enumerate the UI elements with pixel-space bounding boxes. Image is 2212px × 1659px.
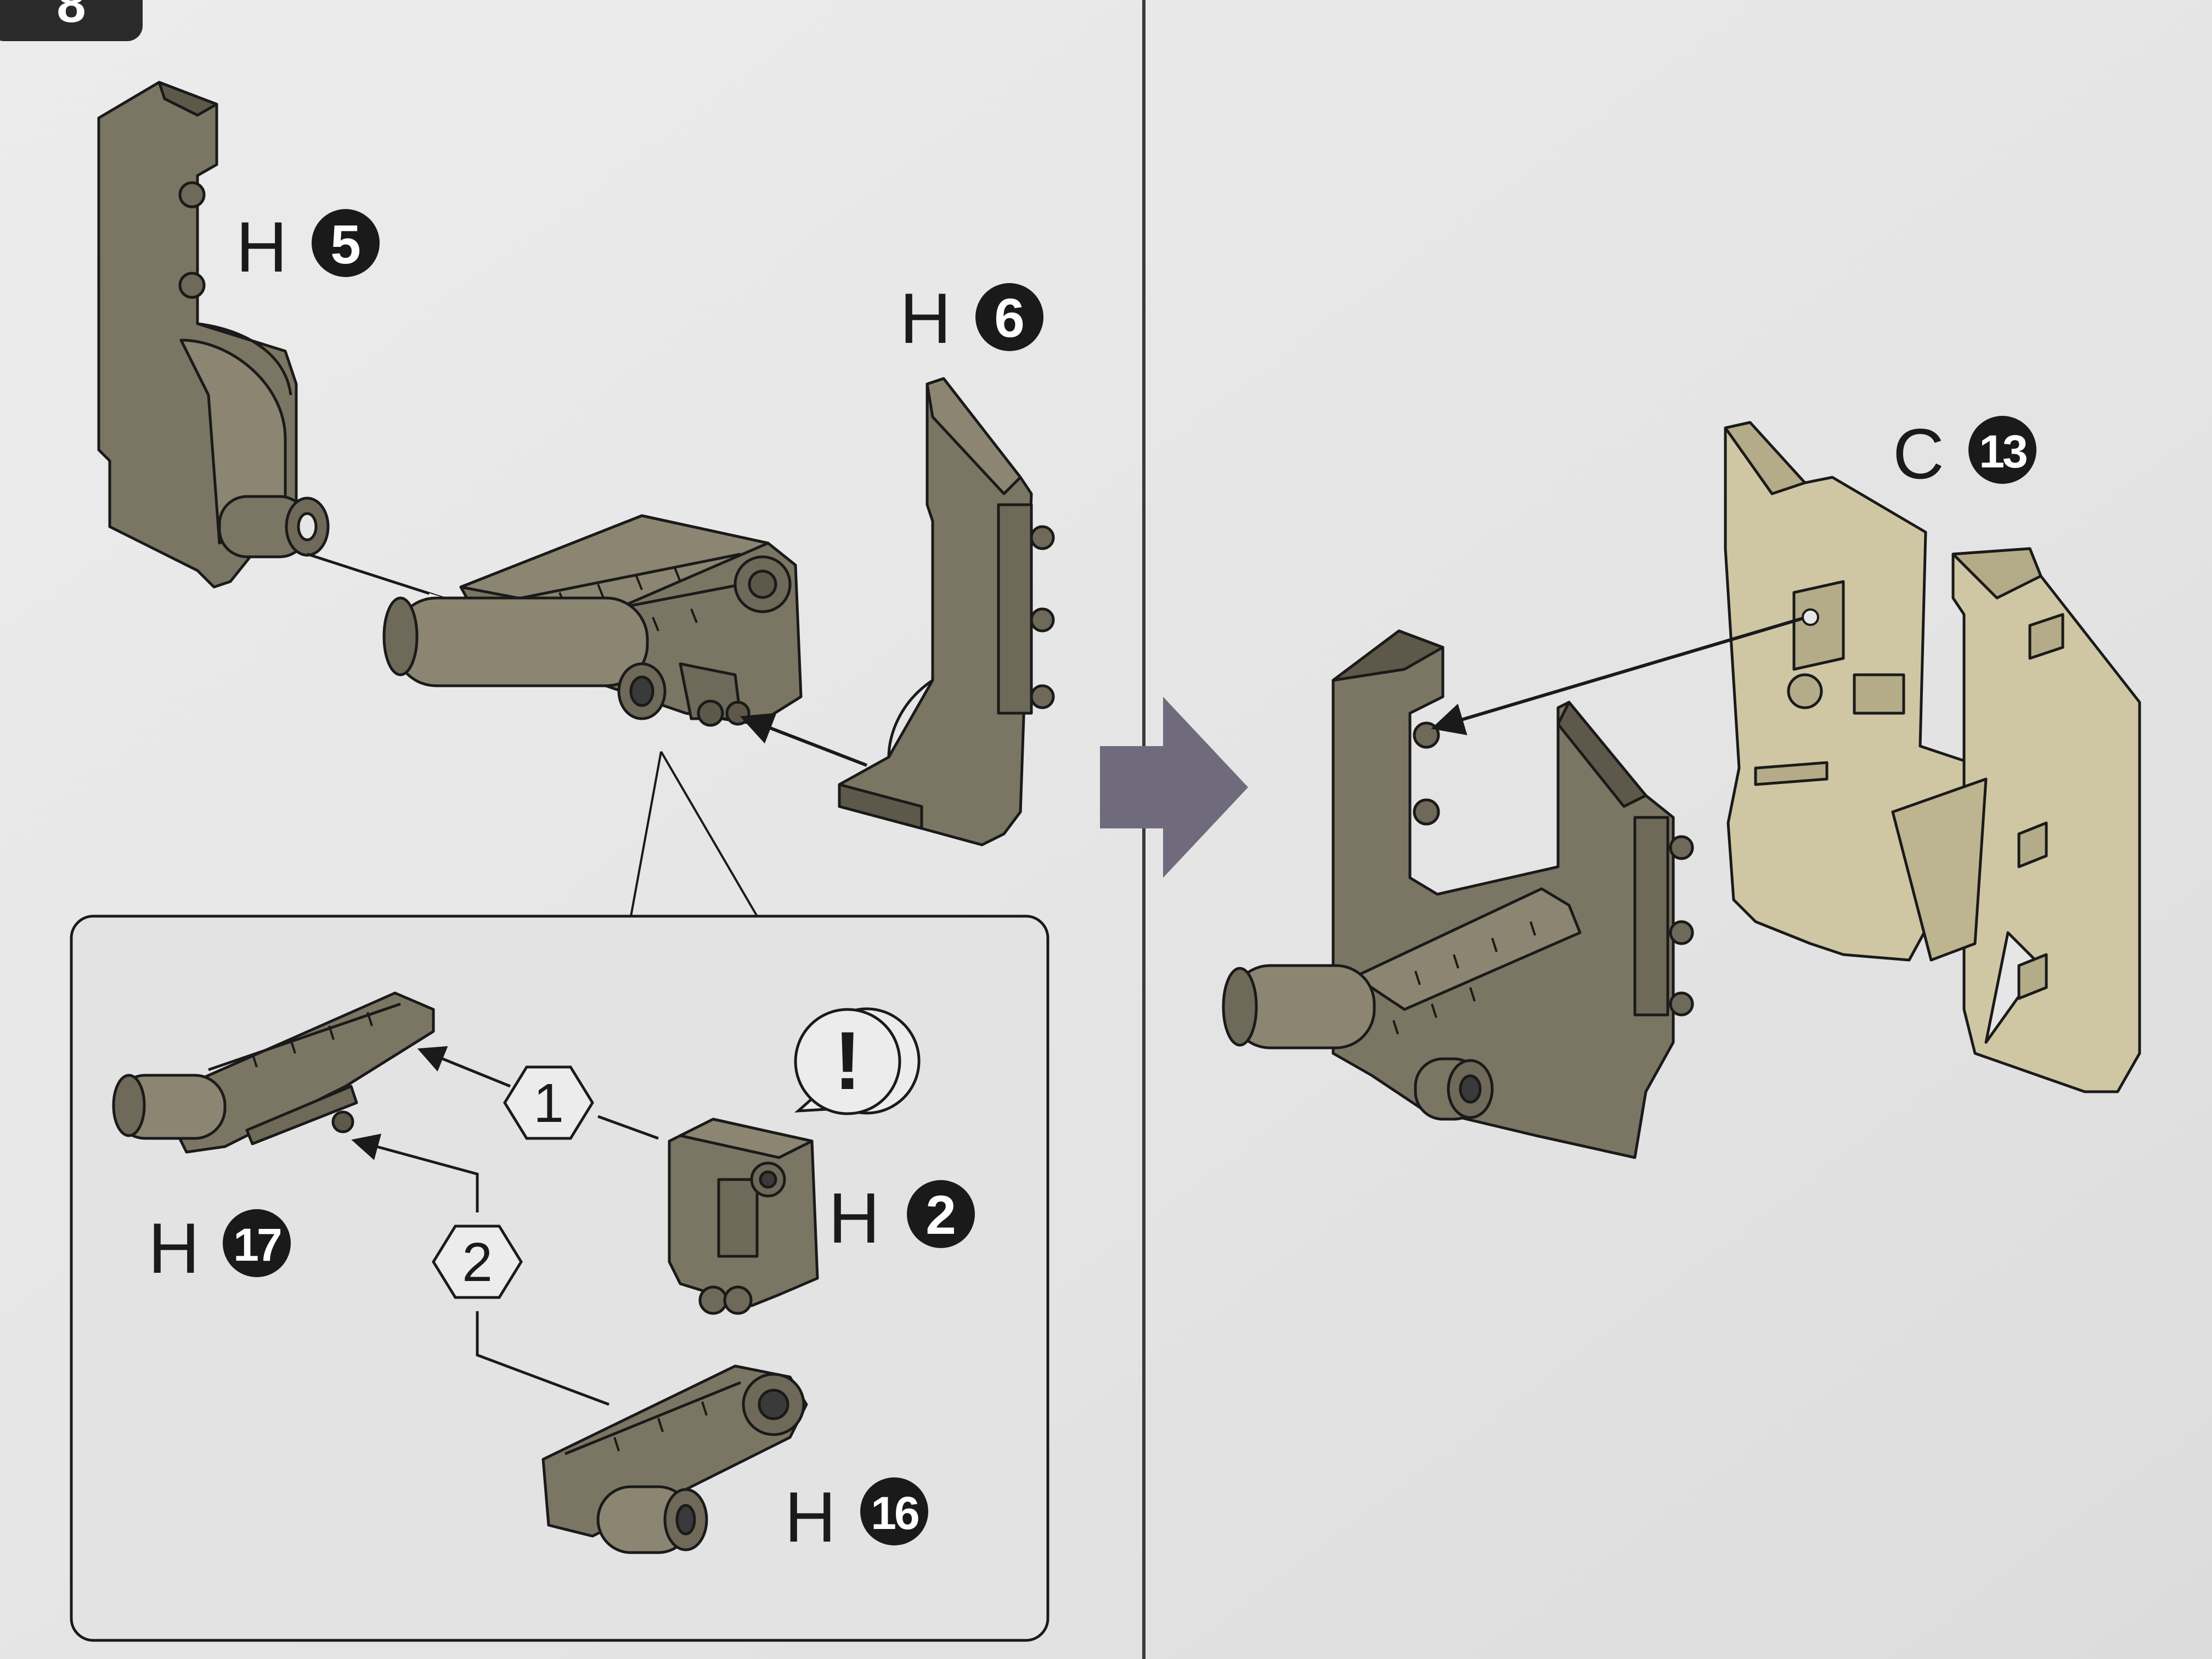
order-step-1: 1 xyxy=(417,1046,659,1140)
label-c13-letter: C xyxy=(1893,414,1944,494)
attention-callout: ! xyxy=(794,1007,921,1115)
label-h17: H 17 xyxy=(148,1208,291,1288)
step-badge: 8 xyxy=(0,0,143,41)
label-h6-badge xyxy=(975,283,1043,351)
label-h5-number: 5 xyxy=(330,214,361,275)
order-number-2: 2 xyxy=(462,1232,493,1293)
part-h2 xyxy=(668,1118,819,1315)
order-hexagon-1 xyxy=(503,1065,594,1140)
label-h6: H 6 xyxy=(900,278,1043,358)
label-h16: H 16 xyxy=(785,1477,928,1557)
attention-mark: ! xyxy=(834,1014,861,1107)
label-h2-number: 2 xyxy=(926,1184,956,1246)
step-number: 8 xyxy=(57,0,86,33)
order-number-1: 1 xyxy=(533,1073,564,1134)
label-h2-badge xyxy=(907,1180,975,1248)
label-h2: H 2 xyxy=(828,1178,975,1258)
label-h5-badge xyxy=(312,209,380,277)
order-step-2: 2 xyxy=(351,1133,610,1406)
detail-callout-lines xyxy=(660,751,758,917)
label-h17-number: 17 xyxy=(233,1219,281,1271)
label-h5-letter: H xyxy=(236,207,287,287)
part-c13 xyxy=(1724,421,2141,1093)
detail-callout-line-left xyxy=(630,751,662,917)
part-h5 xyxy=(97,81,330,589)
label-h16-letter: H xyxy=(785,1477,836,1557)
part-h6 xyxy=(838,377,1055,847)
part-h17 xyxy=(112,991,435,1154)
part-h16 xyxy=(541,1364,808,1554)
label-h5: H 5 xyxy=(236,207,380,287)
arrow-c13-to-frame xyxy=(1431,613,1816,736)
c13-peg-hole xyxy=(1802,608,1819,626)
label-c13-badge xyxy=(1968,416,2036,484)
label-h17-badge xyxy=(223,1209,291,1277)
order-hexagon-2 xyxy=(432,1224,523,1299)
label-h16-number: 16 xyxy=(871,1487,918,1539)
label-h6-number: 6 xyxy=(994,287,1025,349)
label-h6-letter: H xyxy=(900,278,951,358)
part-core-hinge xyxy=(382,514,803,727)
arrow-h6-to-core xyxy=(740,713,868,767)
label-c13-number: 13 xyxy=(1979,426,2027,477)
label-c13: C 13 xyxy=(1893,414,2036,494)
label-h16-badge xyxy=(860,1477,928,1545)
label-h17-letter: H xyxy=(148,1208,200,1288)
next-step-arrow xyxy=(1100,697,1248,878)
part-assembled-frame xyxy=(1222,629,1694,1159)
label-h2-letter: H xyxy=(828,1178,880,1258)
